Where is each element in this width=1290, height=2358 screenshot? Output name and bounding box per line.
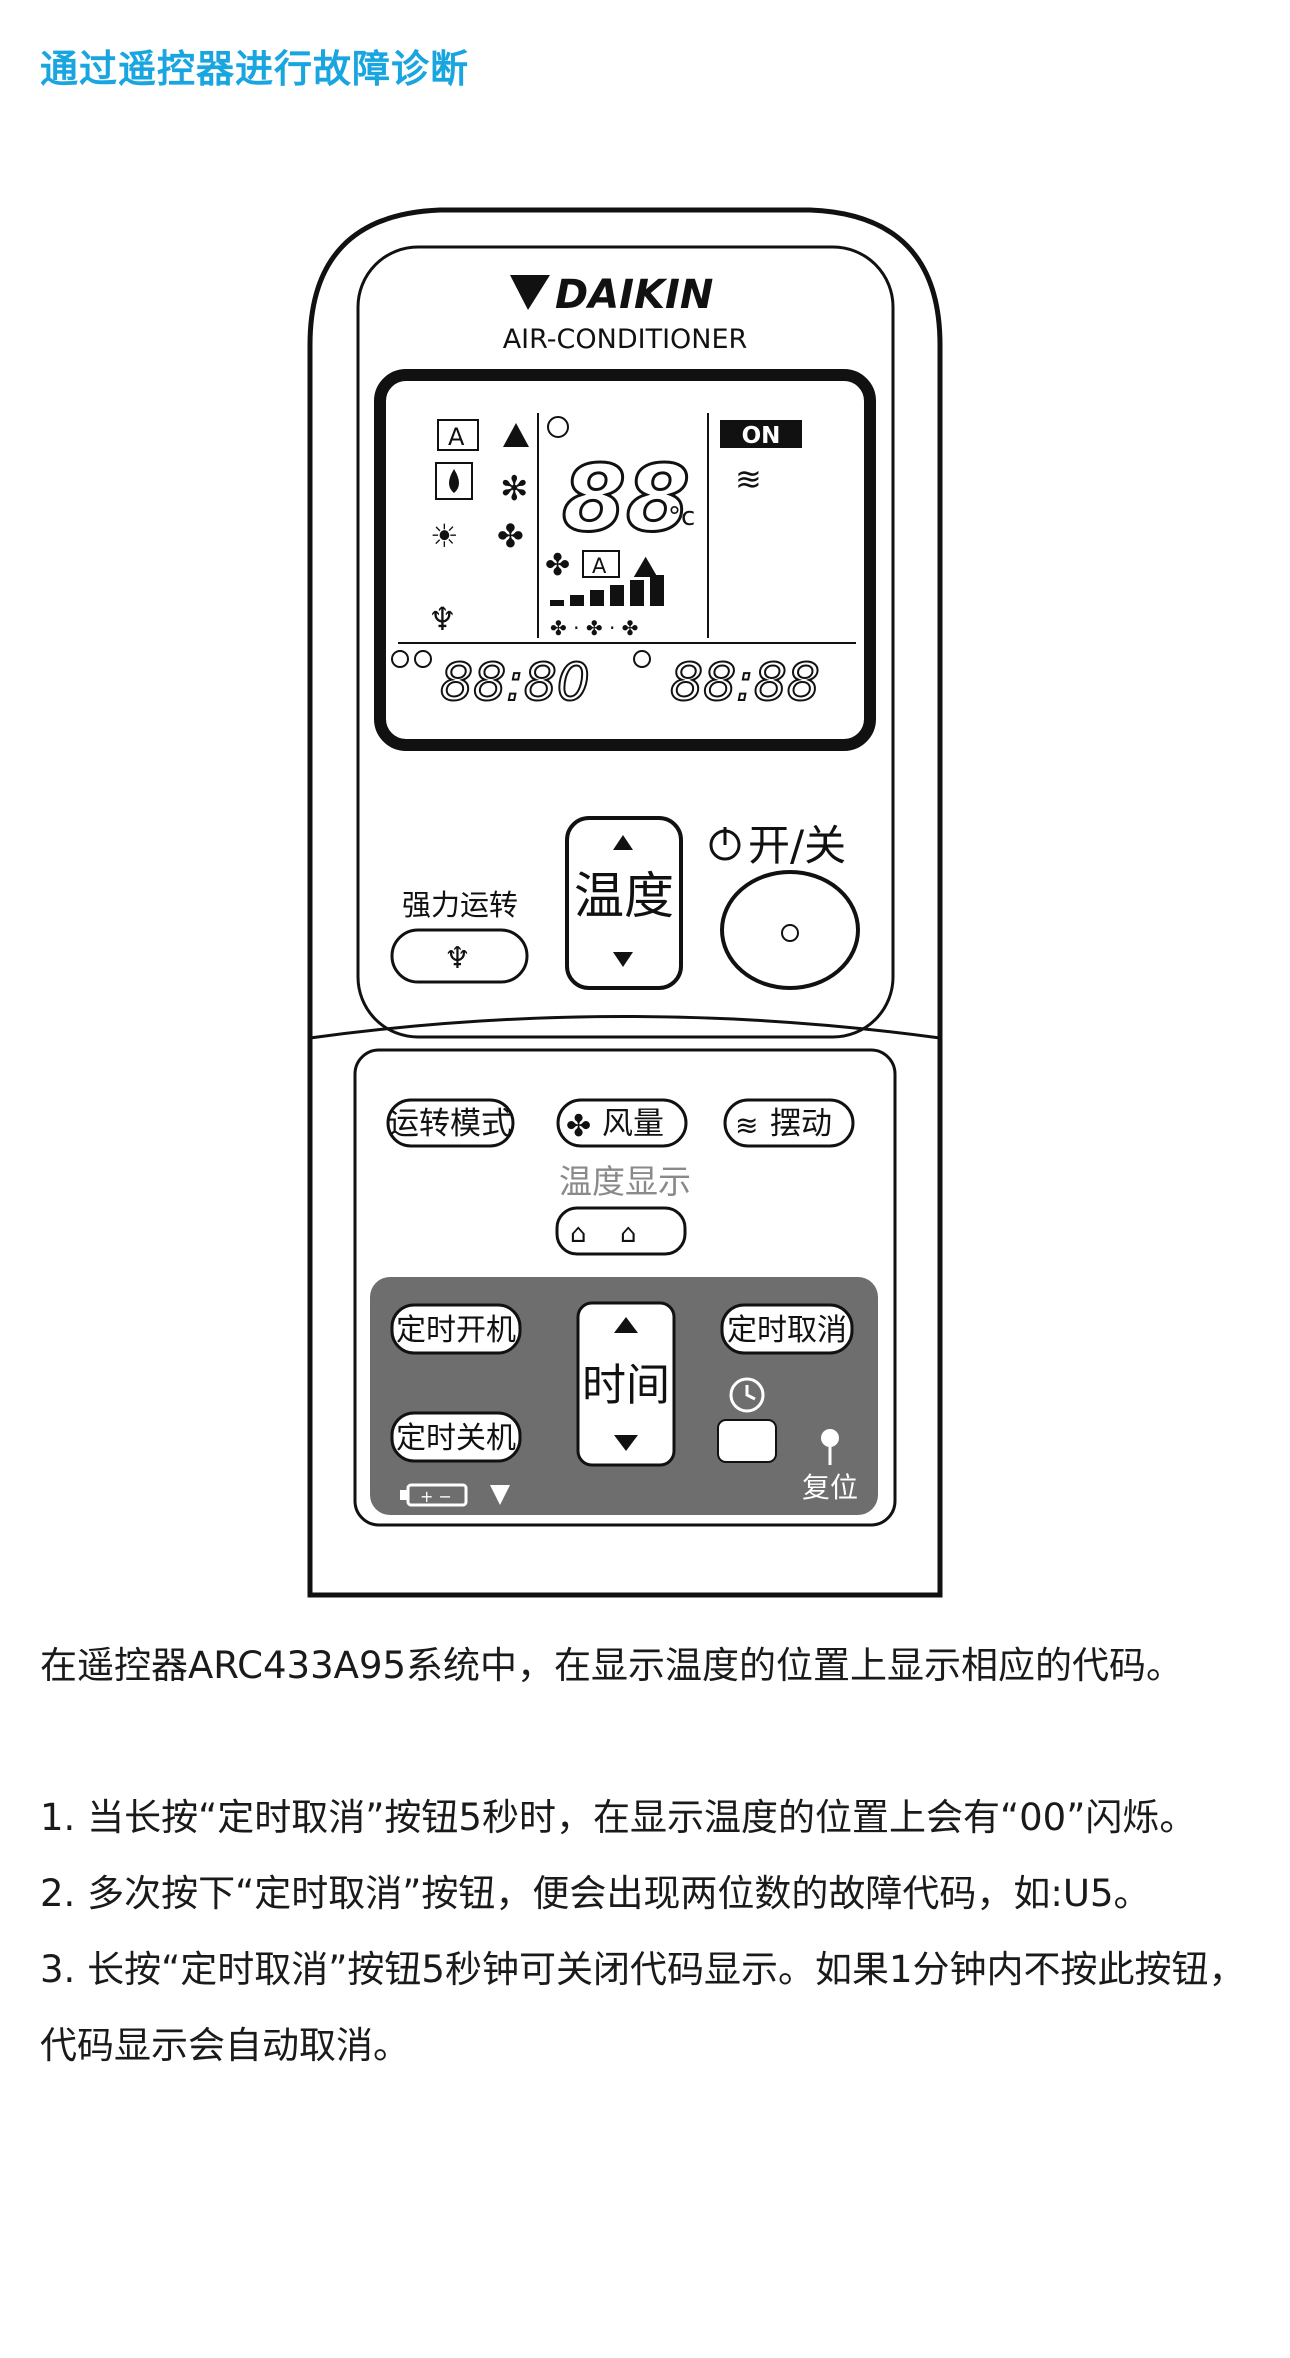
power-button[interactable]: 开/关 [709,821,860,990]
fan-icon: ✤ [566,1109,591,1144]
power-label: 开/关 [748,821,846,870]
brand-subtitle: AIR-CONDITIONER [503,324,748,355]
lcd-timer-on: 88:80 [440,653,590,713]
paragraph-gap [40,1704,1255,1780]
outdoor-temp-icon: ⌂ [620,1219,637,1249]
temperature-label: 温度 [574,867,674,925]
temperature-button[interactable]: 温度 [565,816,683,990]
swing-icon: ≋ [735,460,762,498]
remote-control-illustration: DAIKIN AIR-CONDITIONER A ✻ ☀ ✤ ♆ 88 °c ✤… [300,195,950,1605]
lcd-screen: A ✻ ☀ ✤ ♆ 88 °c ✤ A ⛰ ✤ · ✤ · ✤ ON ≋ 88:… [374,369,876,751]
mode-button[interactable]: 运转模式 [386,1098,515,1148]
article-body: 在遥控器ARC433A95系统中，在显示温度的位置上显示相应的代码。 1. 当长… [40,1628,1255,2084]
lcd-temperature: 88 [562,445,690,552]
clock-button[interactable] [717,1419,777,1463]
temp-display-button[interactable]: ⌂ ⌂ [555,1206,687,1256]
svg-text:摆动: 摆动 [770,1106,832,1142]
swing-button[interactable]: ≋ 摆动 [723,1098,855,1148]
arrow-up-icon [613,835,633,850]
lcd-timer-off: 88:88 [670,653,820,713]
auto-fan-icon [582,550,620,578]
svg-text:定时取消: 定时取消 [727,1313,847,1348]
svg-text:复位: 复位 [802,1471,858,1504]
svg-text:定时开机: 定时开机 [396,1313,516,1348]
triangle-icon [503,423,529,447]
timer-on-button[interactable]: 定时开机 [390,1303,522,1355]
page-heading: 通过遥控器进行故障诊断 [40,47,470,91]
fan-icon: ✤ [497,517,524,555]
arrow-down-icon [613,952,633,967]
auto-mode-icon [437,419,479,451]
powerful-mode-icon: ♆ [428,600,457,638]
svg-text:+ −: + − [420,1487,452,1506]
svg-text:时间: 时间 [582,1360,670,1411]
thermometer-icon [547,416,569,438]
fan-speed-button[interactable]: ✤ 风量 [556,1098,688,1148]
daikin-logo: DAIKIN [510,272,713,318]
sun-icon: ☀ [430,517,459,555]
powerful-mode-icon: ♆ [444,941,471,976]
powerful-button[interactable]: ♆ [390,928,529,984]
step-1: 1. 当长按“定时取消”按钮5秒时，在显示温度的位置上会有“00”闪烁。 [40,1796,1197,1839]
svg-text:✤ · ✤ · ✤: ✤ · ✤ · ✤ [550,616,638,640]
powerful-label: 强力运转 [402,888,518,922]
dry-mode-icon [435,462,473,500]
svg-text:定时关机: 定时关机 [396,1421,516,1456]
svg-text:风量: 风量 [602,1106,664,1142]
step-2: 2. 多次按下“定时取消”按钮，便会出现两位数的故障代码，如:U5。 [40,1872,1151,1915]
temp-display-label: 温度显示 [559,1162,691,1201]
swing-icon: ≋ [735,1109,758,1142]
intro-paragraph: 在遥控器ARC433A95系统中，在显示温度的位置上显示相应的代码。 [40,1644,1184,1687]
arrow-up-icon [614,1317,638,1333]
timer-off-icon [633,650,651,668]
lcd-temp-unit: °c [668,502,695,532]
brand-name: DAIKIN [555,272,713,318]
step-3: 3. 长按“定时取消”按钮5秒钟可关闭代码显示。如果1分钟内不按此按钮，代码显示… [40,1948,1246,2067]
lcd-on-indicator: ON [742,423,781,449]
timer-off-button[interactable]: 定时关机 [390,1411,522,1463]
clock-icon [729,1377,765,1413]
timer-on-icon [391,650,409,668]
svg-text:运转模式: 运转模式 [388,1106,512,1142]
reset-button[interactable]: 复位 [802,1429,858,1504]
fan-icon: ✤ [545,548,570,583]
time-button[interactable]: 时间 [576,1301,676,1467]
battery-icon: + − [400,1483,510,1507]
arrow-down-icon [614,1435,638,1451]
svg-text:A: A [448,423,465,451]
indoor-temp-icon: ⌂ [570,1219,587,1249]
snowflake-icon: ✻ [500,469,529,509]
timer-cancel-button[interactable]: 定时取消 [720,1303,854,1355]
svg-text:A: A [592,554,607,578]
fan-speed-bars [550,575,664,606]
